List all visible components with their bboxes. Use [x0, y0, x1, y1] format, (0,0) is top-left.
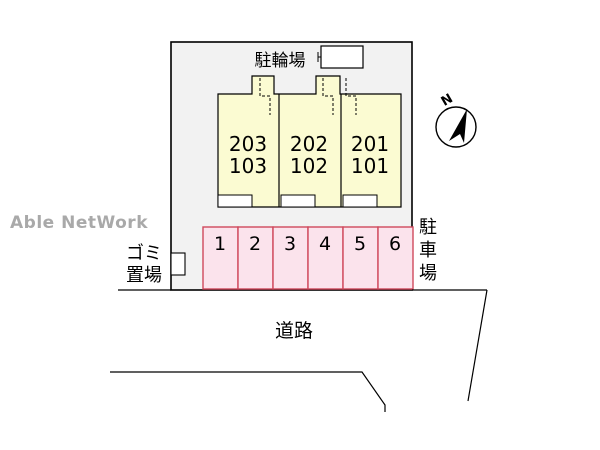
- unit-label-upper: 201: [351, 132, 389, 156]
- garbage-label-line1: ゴミ: [126, 243, 162, 264]
- parking-space-number: 6: [389, 233, 401, 255]
- parking-space-number: 2: [249, 233, 261, 255]
- unit-label-upper: 203: [229, 132, 267, 156]
- unit-label-lower: 102: [290, 154, 328, 178]
- north-arrow-icon: [449, 109, 467, 143]
- parking-label-char: 駐: [419, 217, 437, 238]
- parking-space: [342, 226, 379, 290]
- garbage-label-line2: 置場: [126, 265, 162, 286]
- parking-label-char: 車: [419, 240, 437, 261]
- unit-label-lower: 101: [351, 154, 389, 178]
- road-label: 道路: [275, 320, 313, 342]
- watermark: Able NetWork: [10, 213, 148, 233]
- unit-label-lower: 103: [229, 154, 267, 178]
- parking-space: [202, 226, 239, 290]
- parking-space: [377, 226, 414, 290]
- bicycle-parking-label: 駐輪場: [255, 51, 306, 71]
- parking-space: [237, 226, 274, 290]
- road-edges: [110, 289, 488, 412]
- compass-icon: N: [435, 91, 477, 148]
- parking-space-number: 1: [214, 233, 226, 255]
- parking-space-number: 4: [319, 233, 331, 255]
- apartment-building: [217, 75, 402, 208]
- bicycle-parking-box: [320, 45, 364, 69]
- parking-label-char: 場: [419, 263, 437, 284]
- garbage-box: [170, 252, 186, 276]
- parking-space-number: 3: [284, 233, 296, 255]
- unit-label-upper: 202: [290, 132, 328, 156]
- parking-area: [202, 226, 414, 290]
- parking-space-number: 5: [354, 233, 366, 255]
- parking-space: [272, 226, 309, 290]
